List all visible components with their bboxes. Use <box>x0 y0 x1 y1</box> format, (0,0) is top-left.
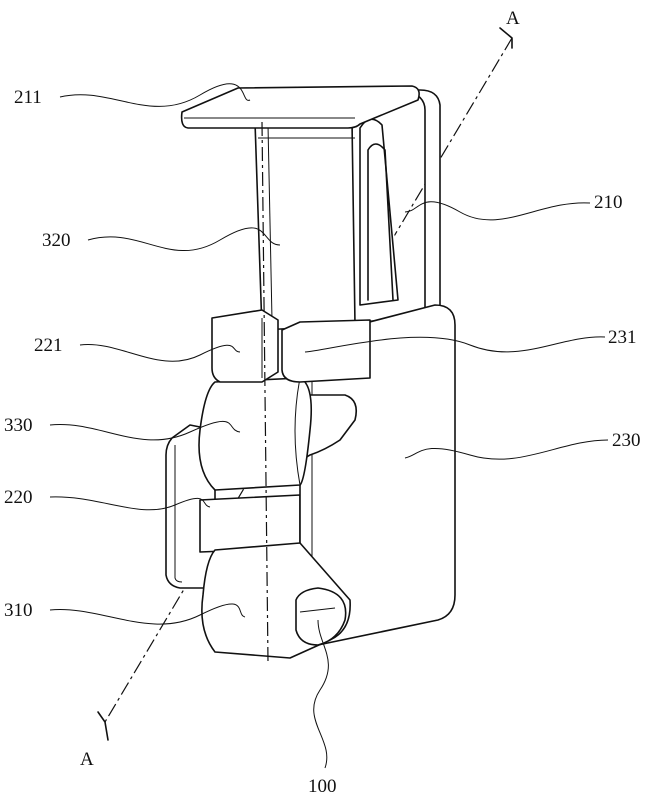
spring-loop-210 <box>351 89 441 323</box>
roller-310 <box>201 542 351 659</box>
label-210: 210 <box>594 192 623 213</box>
center-axis <box>261 121 269 663</box>
label-231: 231 <box>608 327 637 348</box>
label-220: 220 <box>4 487 33 508</box>
label-211: 211 <box>14 87 42 108</box>
leader-lines <box>49 83 609 769</box>
label-330: 330 <box>4 415 33 436</box>
body-230 <box>299 304 456 646</box>
tab-231 <box>281 319 371 383</box>
section-line-a-a <box>97 27 513 741</box>
section-mark-bottom: A <box>80 749 94 770</box>
strip-320 <box>254 121 356 331</box>
roller-330 <box>198 377 313 491</box>
label-230: 230 <box>612 430 641 451</box>
label-310: 310 <box>4 600 33 621</box>
label-100: 100 <box>308 776 337 797</box>
label-221: 221 <box>34 335 63 356</box>
tab-221 <box>211 309 279 383</box>
section-mark-top: A <box>506 8 520 29</box>
top-plate-211 <box>180 85 420 129</box>
label-320: 320 <box>42 230 71 251</box>
